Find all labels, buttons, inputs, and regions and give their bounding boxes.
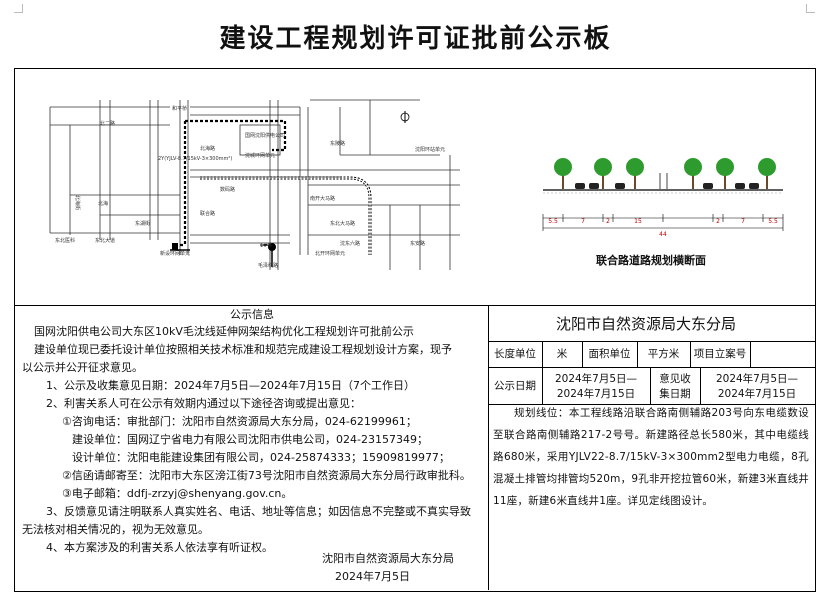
svg-text:7: 7 xyxy=(581,218,585,225)
notice-para: 国网沈阳供电公司大东区10kV毛沈线延伸网架结构优化工程规划许可批前公示 xyxy=(34,325,414,338)
corner-mark xyxy=(806,4,815,13)
svg-text:毛泽线路: 毛泽线路 xyxy=(258,262,278,269)
divider xyxy=(542,367,543,404)
page-title: 建设工程规划许可证批前公示板 xyxy=(219,24,612,54)
contact-line: 设计单位：沈阳电能建设集团有限公司，024-25874333；159098199… xyxy=(72,451,450,464)
divider xyxy=(750,341,751,367)
svg-text:东湖街: 东湖街 xyxy=(135,220,150,227)
svg-text:南开大马路: 南开大马路 xyxy=(310,195,335,202)
svg-text:北二路: 北二路 xyxy=(100,120,115,127)
svg-text:15: 15 xyxy=(634,218,642,225)
section-caption: 联合路道路规划横断面 xyxy=(596,254,706,267)
notice-item: 3、反馈意见请注明联系人真实姓名、电话、地址等信息；如因信息不完整或不真实导致 xyxy=(46,505,471,518)
svg-text:东北大马路: 东北大马路 xyxy=(330,220,355,227)
corner-mark xyxy=(14,4,23,13)
notice-board-frame xyxy=(14,68,816,592)
route-map: 国网沈阳供电公司 2Y(YJLV-8.7/15kV-3×300mm²) 沈城环网… xyxy=(49,99,460,270)
contact-line: ①咨询电话：审批部门：沈阳市自然资源局大东分局，024-62199961； xyxy=(62,415,417,428)
svg-text:数码路: 数码路 xyxy=(220,186,235,193)
svg-text:沈东六路: 沈东六路 xyxy=(340,240,360,247)
signature-org: 沈阳市自然资源局大东分局 xyxy=(322,552,454,565)
svg-text:2: 2 xyxy=(716,218,720,225)
project-number-label: 项目立案号 xyxy=(693,348,747,360)
divider xyxy=(488,404,815,405)
email-link[interactable]: ③电子邮箱：ddfj-zrzyj@shenyang.gov.cn。 xyxy=(62,487,293,500)
publicity-date-end: 2024年7月15日 xyxy=(556,388,636,400)
feedback-date-start: 2024年7月5日— xyxy=(715,373,799,385)
svg-text:5.5: 5.5 xyxy=(548,218,558,225)
svg-text:东安路: 东安路 xyxy=(410,240,425,247)
authority-name: 沈阳市自然资源局大东分局 xyxy=(556,315,737,333)
divider xyxy=(690,341,691,367)
svg-text:新设环网单元: 新设环网单元 xyxy=(160,250,190,257)
feedback-date-end: 2024年7月15日 xyxy=(717,388,797,400)
publicity-date-label: 公示日期 xyxy=(494,380,536,392)
notice-para: 建设单位现已委托设计单位按照相关技术标准和规范完成建设工程规划设计方案，现予 xyxy=(34,343,452,356)
svg-text:沈城环网单元: 沈城环网单元 xyxy=(245,152,275,159)
svg-text:44: 44 xyxy=(659,231,667,238)
svg-text:2Y(YJLV-8.7/15kV-3×300mm²): 2Y(YJLV-8.7/15kV-3×300mm²) xyxy=(158,156,232,162)
divider xyxy=(542,341,543,367)
svg-text:北海街: 北海街 xyxy=(74,195,81,210)
divider xyxy=(488,305,489,590)
svg-text:联合路: 联合路 xyxy=(200,210,215,217)
notice-item: 无法核对相关情况的，视为无效意见。 xyxy=(22,523,209,536)
feedback-date-label: 集日期 xyxy=(659,388,691,400)
divider xyxy=(14,305,815,306)
tree-icon xyxy=(554,158,572,189)
divider xyxy=(650,367,651,404)
divider xyxy=(488,341,815,342)
divider xyxy=(637,341,638,367)
divider xyxy=(582,341,583,367)
length-unit-label: 长度单位 xyxy=(494,348,536,360)
road-cross-section: 5.5 7 2 15 2 7 5.5 44 xyxy=(542,158,784,238)
contact-line: ②信函请邮寄至：沈阳市大东区滂江街73号沈阳市自然资源局大东分局行政审批科。 xyxy=(62,469,471,482)
svg-text:和平桥: 和平桥 xyxy=(172,105,187,112)
feedback-date-label: 意见收 xyxy=(659,373,691,385)
notice-para: 以公示并公开征求意见。 xyxy=(22,361,143,374)
svg-text:北开环网单元: 北开环网单元 xyxy=(315,250,345,257)
contact-line: 建设单位：国网辽宁省电力有限公司沈阳市供电公司，024-23157349； xyxy=(72,433,428,446)
signature-date: 2024年7月5日 xyxy=(335,570,410,583)
area-unit-value: 平方米 xyxy=(647,348,680,360)
project-description: 规划线位：本工程线路沿联合路南侧辅路203号向东电缆数设至联合路南侧辅路217-… xyxy=(493,407,809,507)
notice-header: 公示信息 xyxy=(230,308,274,321)
svg-text:北海: 北海 xyxy=(98,200,108,207)
notice-item: 1、公示及收集意见日期：2024年7月5日—2024年7月15日（7个工作日） xyxy=(46,379,415,392)
area-unit-label: 面积单位 xyxy=(588,348,631,360)
svg-text:1#井: 1#井 xyxy=(260,242,272,249)
svg-text:东北医科: 东北医科 xyxy=(55,237,75,244)
svg-text:北海路: 北海路 xyxy=(200,145,215,152)
publicity-date-start: 2024年7月5日— xyxy=(554,373,638,385)
divider xyxy=(700,367,701,404)
length-unit-value: 米 xyxy=(556,348,568,360)
divider xyxy=(488,367,815,368)
notice-item: 2、利害关系人可在公示有效期内通过以下途径咨询或提出意见： xyxy=(46,397,361,410)
svg-text:2: 2 xyxy=(606,218,610,225)
svg-text:7: 7 xyxy=(741,218,745,225)
notice-item: 4、本方案涉及的利害关系人依法享有听证权。 xyxy=(46,541,273,554)
svg-text:沈阳环站单元: 沈阳环站单元 xyxy=(415,146,445,153)
svg-text:5.5: 5.5 xyxy=(768,218,778,225)
svg-text:东陵路: 东陵路 xyxy=(330,140,345,147)
svg-text:东北大道: 东北大道 xyxy=(95,237,115,244)
svg-text:国网沈阳供电公司: 国网沈阳供电公司 xyxy=(245,132,285,139)
